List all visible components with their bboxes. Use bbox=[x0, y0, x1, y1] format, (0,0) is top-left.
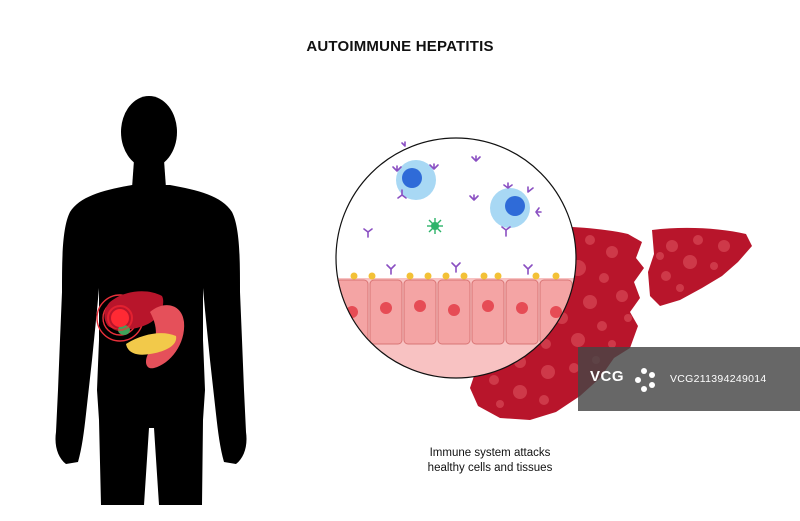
caption-line-1: Immune system attacks bbox=[429, 447, 551, 459]
magnified-tissue-view bbox=[335, 137, 577, 379]
inflammation-focus bbox=[111, 309, 129, 327]
watermark-logo-icon bbox=[635, 368, 655, 392]
lymphocyte bbox=[396, 160, 436, 200]
watermark-banner: VCG VCG211394249014 bbox=[578, 347, 800, 411]
watermark-id: VCG211394249014 bbox=[670, 373, 767, 385]
caption: Immune system attacks healthy cells and … bbox=[400, 446, 580, 476]
abdominal-organs-inset bbox=[96, 291, 185, 369]
lymphocyte bbox=[490, 188, 530, 228]
antibodies bbox=[363, 141, 542, 275]
epithelial-cells bbox=[336, 279, 573, 345]
page-title: AUTOIMMUNE HEPATITIS bbox=[306, 38, 494, 55]
inset-pancreas bbox=[126, 333, 177, 355]
cytokine-particle bbox=[427, 218, 443, 234]
caption-line-2: healthy cells and tissues bbox=[427, 462, 553, 474]
watermark-logo-text: VCG bbox=[590, 368, 625, 385]
surface-granules bbox=[350, 272, 560, 280]
